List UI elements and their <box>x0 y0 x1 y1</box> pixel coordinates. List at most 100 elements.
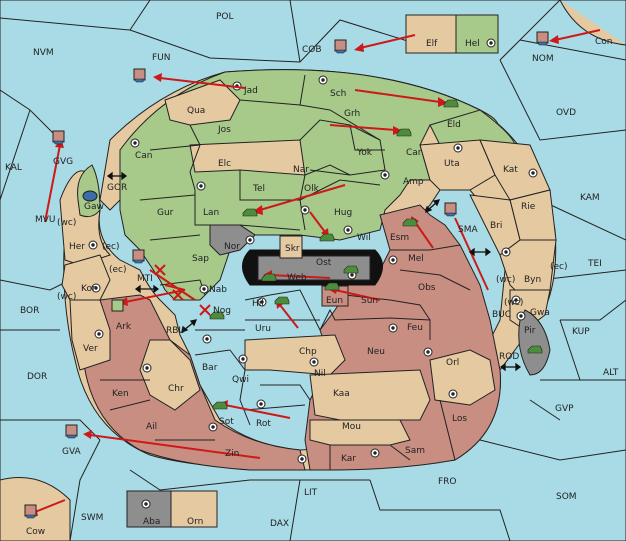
label-sma: SMA <box>458 225 478 235</box>
label-eld: Eld <box>447 120 461 130</box>
order-arrow <box>224 404 291 419</box>
label-sun: Sun <box>361 296 378 306</box>
label-bar: Bar <box>202 363 218 373</box>
army-unit[interactable] <box>527 345 543 354</box>
territory-chr[interactable] <box>139 339 201 411</box>
label-kup: KUP <box>572 327 590 337</box>
sea-border <box>560 299 626 321</box>
label-amp: Amp <box>403 177 424 187</box>
army-unit[interactable] <box>261 273 277 282</box>
label-car: Car <box>406 148 422 158</box>
fleet-unit[interactable] <box>111 299 124 312</box>
label-yok: Yok <box>356 148 373 158</box>
label-gvp: GVP <box>555 404 574 414</box>
sc-ken <box>142 363 152 373</box>
label-kam: KAM <box>580 193 600 203</box>
army-unit[interactable] <box>209 311 225 320</box>
fleet-unit[interactable] <box>52 130 65 145</box>
arrowhead <box>393 126 403 135</box>
army-unit[interactable] <box>402 218 418 227</box>
sea-border <box>499 59 626 141</box>
label-los: Los <box>452 414 467 424</box>
order-arrow <box>554 29 601 41</box>
army-unit[interactable] <box>343 265 359 274</box>
sc-hug <box>300 205 310 215</box>
label-kal: KAL <box>5 163 22 173</box>
sc-sch <box>318 75 328 85</box>
sc-sam <box>208 422 218 432</box>
label-cow: Cow <box>26 527 45 537</box>
label-coast: (ec) <box>109 265 127 275</box>
territory-chp[interactable] <box>244 334 346 376</box>
sc-ver <box>94 329 104 339</box>
territory-orn[interactable] <box>170 490 218 528</box>
fleet-unit[interactable] <box>536 31 549 46</box>
label-orn: Orn <box>187 517 203 527</box>
territory-ver[interactable] <box>69 299 111 371</box>
label-alt: ALT <box>603 368 619 378</box>
territory-con[interactable] <box>559 0 626 46</box>
label-gaw: Gaw <box>84 202 104 212</box>
label-neu: Neu <box>367 347 385 357</box>
label-lit: LIT <box>304 488 318 498</box>
fleet-unit[interactable] <box>65 424 78 439</box>
sc-kar <box>370 448 380 458</box>
army-unit[interactable] <box>212 401 228 410</box>
territory-nor[interactable] <box>209 224 256 256</box>
label-esm: Esm <box>390 233 409 243</box>
label-gur: Gur <box>157 208 174 218</box>
sc-mel <box>388 255 398 265</box>
arrowhead <box>549 35 559 44</box>
army-unit[interactable] <box>274 296 290 305</box>
label-coast: (wc) <box>496 275 515 285</box>
label-coast: (wc) <box>57 218 76 228</box>
sc-los <box>448 389 458 399</box>
label-gvg: GVG <box>53 157 73 167</box>
fleet-unit[interactable] <box>24 504 37 519</box>
label-pir: Pir <box>524 326 536 336</box>
sc-bar <box>202 334 212 344</box>
army-unit[interactable] <box>324 282 340 291</box>
sc-qwi <box>238 354 248 364</box>
label-obs: Obs <box>418 283 436 293</box>
territory-elf[interactable] <box>405 14 457 54</box>
label-ost: Ost <box>316 258 332 268</box>
territory-elc[interactable] <box>189 139 306 176</box>
territory-kaa[interactable] <box>309 369 431 421</box>
order-arrow <box>454 217 489 291</box>
label-ver: Ver <box>83 344 98 354</box>
sc-ail <box>141 499 151 509</box>
sc-uta <box>453 143 463 153</box>
fleet-unit[interactable] <box>82 190 98 202</box>
territory-qua[interactable] <box>164 79 241 126</box>
territory-skr[interactable] <box>279 235 303 259</box>
arrowhead <box>83 430 92 439</box>
army-unit[interactable] <box>242 208 258 217</box>
territory-orl[interactable] <box>429 349 496 406</box>
strait-arrow <box>106 171 128 181</box>
territory-pir[interactable] <box>518 309 551 376</box>
fleet-unit[interactable] <box>444 202 457 217</box>
army-unit[interactable] <box>443 99 459 108</box>
label-nvm: NVM <box>33 48 54 58</box>
sea-border <box>529 399 561 421</box>
label-web: Web <box>287 273 307 283</box>
label-fro: FRO <box>438 477 457 487</box>
fleet-unit[interactable] <box>133 68 146 83</box>
label-swm: SWM <box>81 513 103 523</box>
fleet-unit[interactable] <box>334 39 347 54</box>
label-grh: Grh <box>344 109 360 119</box>
territory-aba[interactable] <box>126 490 172 528</box>
label-coast: (ec) <box>550 262 568 272</box>
territory-web-ost[interactable] <box>257 255 371 281</box>
army-unit[interactable] <box>319 233 335 242</box>
army-unit[interactable] <box>396 128 412 137</box>
label-ovd: OVD <box>556 108 576 118</box>
fleet-unit[interactable] <box>132 249 145 264</box>
sea-border <box>0 109 31 201</box>
label-hil: Hil <box>252 299 264 309</box>
order-arrow <box>279 304 299 329</box>
label-wil: Wil <box>357 233 371 243</box>
label-gwa: Gwa <box>530 308 550 318</box>
